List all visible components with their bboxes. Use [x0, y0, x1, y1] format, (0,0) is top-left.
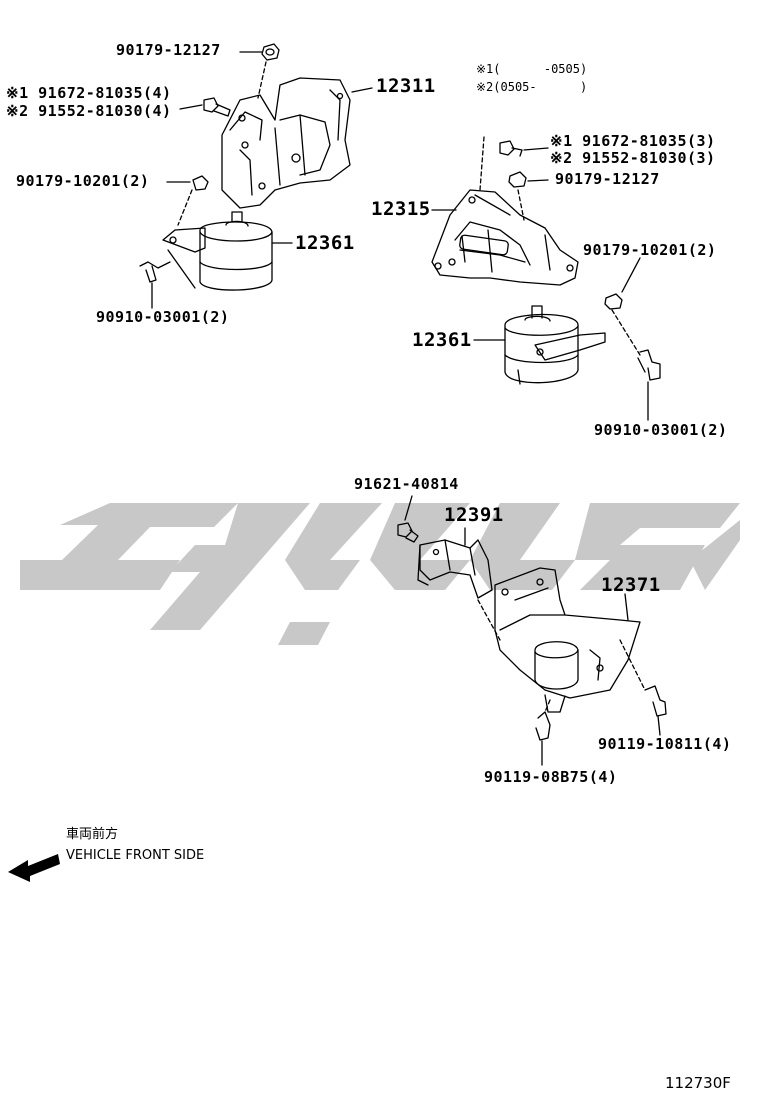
- nut-icon: [604, 293, 623, 310]
- direction-label: VEHICLE FRONT SIDE: [66, 848, 205, 863]
- figure-code: 112730F: [665, 1074, 731, 1092]
- part-number-label: 90910-03001(2): [594, 421, 728, 439]
- part-number-label: ※2 91552-81030(3): [550, 149, 716, 167]
- bolt-icon: [644, 685, 667, 717]
- part-number-label: ※1 91672-81035(4): [6, 84, 172, 102]
- part-number-label: ※2 91552-81030(4): [6, 102, 172, 120]
- part-number-label: 90910-03001(2): [96, 308, 230, 326]
- part-number-label: 90119-08B75(4): [484, 768, 618, 786]
- bolt-icon: [499, 140, 523, 157]
- part-number-label: 12371: [601, 574, 661, 596]
- part-number-label: 90119-10811(4): [598, 735, 732, 753]
- bolt-icon: [397, 522, 419, 543]
- bolt-icon: [535, 711, 551, 741]
- nut-icon: [192, 175, 209, 191]
- engine-mount-insulator: [494, 567, 641, 713]
- part-number-label: 90179-10201(2): [583, 241, 717, 259]
- part-number-label: 90179-12127: [555, 170, 660, 188]
- engine-mount-bracket: [431, 189, 579, 286]
- note-label: ※1( -0505): [476, 62, 588, 76]
- part-number-label: 91621-40814: [354, 475, 459, 493]
- engine-mount-insulator: [504, 305, 606, 385]
- engine-mount-bracket: [417, 539, 493, 599]
- part-number-label: 12361: [412, 329, 472, 351]
- watermark-logo: [20, 503, 740, 645]
- part-number-label: 12361: [295, 232, 355, 254]
- part-number-label: 12315: [371, 198, 431, 220]
- nut-icon: [508, 171, 527, 188]
- direction-label-jp: 車両前方: [66, 827, 119, 842]
- part-number-label: 12391: [444, 504, 504, 526]
- front-direction-arrow-icon: [8, 854, 60, 882]
- bolt-icon: [637, 349, 661, 381]
- nut-icon: [261, 43, 280, 61]
- bolt-icon: [139, 261, 171, 283]
- part-number-label: 90179-10201(2): [16, 172, 150, 190]
- note-label: ※2(0505- ): [476, 80, 588, 94]
- engine-mount-bracket: [221, 77, 351, 209]
- engine-mount-insulator: [162, 211, 273, 291]
- part-number-label: 12311: [376, 75, 436, 97]
- part-number-label: ※1 91672-81035(3): [550, 132, 716, 150]
- part-number-label: 90179-12127: [116, 41, 221, 59]
- bolt-icon: [203, 97, 231, 117]
